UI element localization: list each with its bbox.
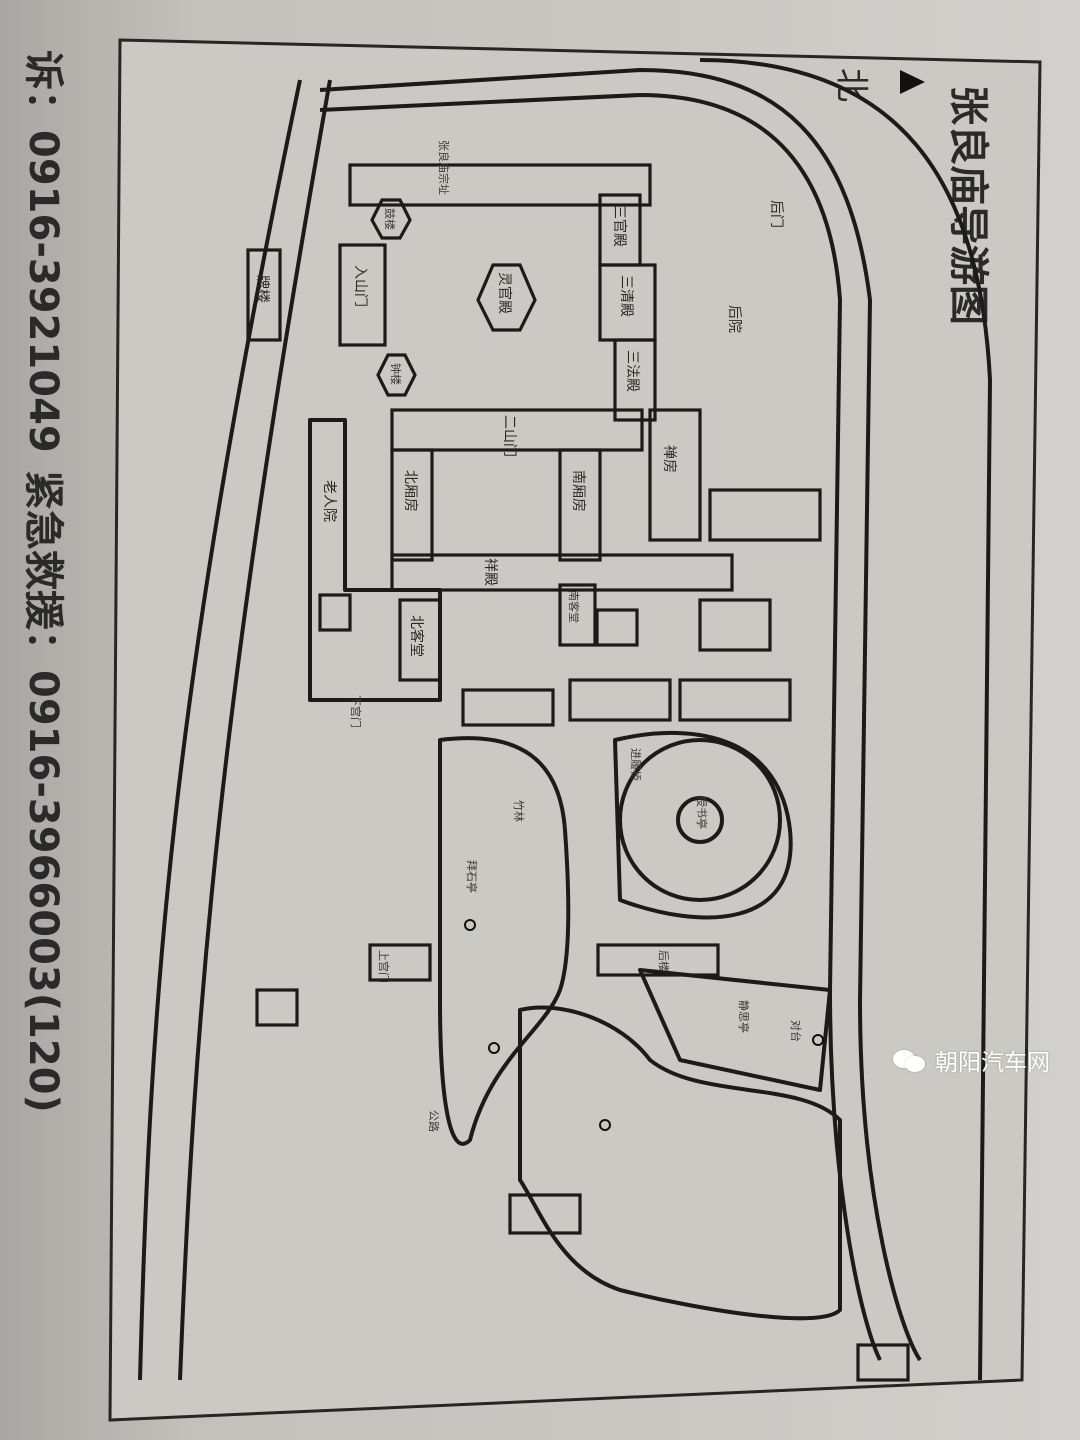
label-nanxiaotang: 南客堂: [567, 590, 581, 623]
small-box-1: [595, 608, 639, 647]
caolu-box: [678, 678, 792, 722]
xiangxian-row: [390, 553, 734, 592]
label-laorenyuan: 老人院: [321, 480, 337, 522]
label-jinbianting: 进履桥: [629, 748, 642, 781]
label-xiayuanmen: 下宫门: [349, 695, 363, 728]
stream-outer: [319, 68, 922, 1362]
sanfadian-box: [613, 338, 657, 422]
label-sanqingdian: 三清殿: [618, 275, 634, 317]
label-cangjie: 张良庙宗址: [437, 140, 451, 195]
jiaoshuting-center: [676, 796, 724, 844]
watermark-text: 朝阳汽车网: [935, 1050, 1050, 1076]
label-houlou: 后楼: [657, 950, 671, 972]
label-sanguandian: 三官殿: [611, 205, 627, 247]
houmen-hall-box: [648, 408, 702, 542]
wenwu-box: [698, 598, 772, 652]
gulou-box: [370, 198, 412, 240]
rescue-phone: 紧急救援：0916-3966003(120): [20, 470, 66, 1113]
laorenyuan-block: [308, 418, 442, 702]
shiguan-box: [708, 488, 822, 542]
bamboo-grove-loop: [438, 736, 571, 1146]
label-xiangxian: 祥殿: [482, 558, 498, 586]
label-beixiangfang: 北厢房: [402, 470, 418, 512]
river-outer: [699, 58, 992, 1381]
nanxiaotang-box: [558, 583, 597, 647]
shangyuanmen-box: [368, 943, 432, 982]
label-zhonglou: 钟楼: [389, 363, 403, 385]
beixiaotang-box: [398, 598, 442, 682]
wechat-icon: [893, 1047, 927, 1073]
label-nanxiangfang: 南厢房: [570, 470, 586, 512]
label-jingshiting: 静思亭: [737, 1000, 751, 1033]
label-houmen: 后门: [768, 200, 784, 228]
stream-inner: [319, 93, 882, 1361]
zhonglou-box: [376, 353, 417, 397]
north-arrow-icon: [900, 70, 925, 94]
beixiangfang-box: [390, 448, 434, 562]
dazhong-box: [318, 593, 352, 632]
houlou-box: [596, 943, 720, 977]
label-lingguandian: 灵官殿: [496, 272, 512, 314]
pond-loop: [613, 730, 793, 920]
gonghe-marker: [488, 1042, 500, 1054]
label-forest: 竹林: [512, 800, 526, 822]
label-jiaoshuting: 授书亭: [695, 796, 709, 829]
small-gate-box: [255, 988, 299, 1027]
label-erhuashan: 二山门: [501, 415, 517, 457]
fangtai-box: [568, 678, 672, 722]
label-gulou: 鼓楼: [383, 208, 397, 230]
label-houyuan: 后院: [726, 305, 742, 333]
paifang-box: [246, 248, 282, 342]
jingshiting-block: [638, 968, 832, 1092]
label-gonghe-1: 公路: [427, 1110, 440, 1132]
label-beixiaotang: 北客堂: [408, 615, 425, 657]
label-sanfadian: 三法殿: [624, 350, 640, 392]
complaint-phone: 诉：0916-3921049: [20, 50, 66, 453]
jiaoshuting-ring: [618, 738, 782, 902]
duitai-marker: [812, 1034, 824, 1046]
south-gate-box: [856, 1343, 910, 1382]
label-baishi: 拜石亭: [465, 860, 479, 893]
label-paifang: 牌楼: [254, 275, 271, 303]
map-frame: [108, 38, 1042, 1422]
duitai-box: [508, 1193, 582, 1235]
label-shangyuanmen: 上宫门: [377, 950, 391, 983]
rushanmen-box: [338, 243, 387, 347]
erjin-marker: [599, 1119, 611, 1131]
nanxiangfang-box: [558, 448, 602, 562]
baishi-marker: [464, 919, 476, 931]
erhuashan-row: [390, 408, 644, 452]
label-duitai: 对台: [789, 1020, 803, 1042]
lingguandian-box: [476, 263, 537, 332]
south-loop: [518, 1005, 842, 1321]
gate-box: [461, 688, 555, 727]
label-chuanfang: 禅房: [661, 445, 677, 473]
label-rushanmen: 入山门: [352, 265, 368, 307]
road-316-inner: [178, 79, 332, 1381]
watermark: 朝阳汽车网: [893, 1038, 1050, 1082]
north-row: [348, 163, 652, 207]
